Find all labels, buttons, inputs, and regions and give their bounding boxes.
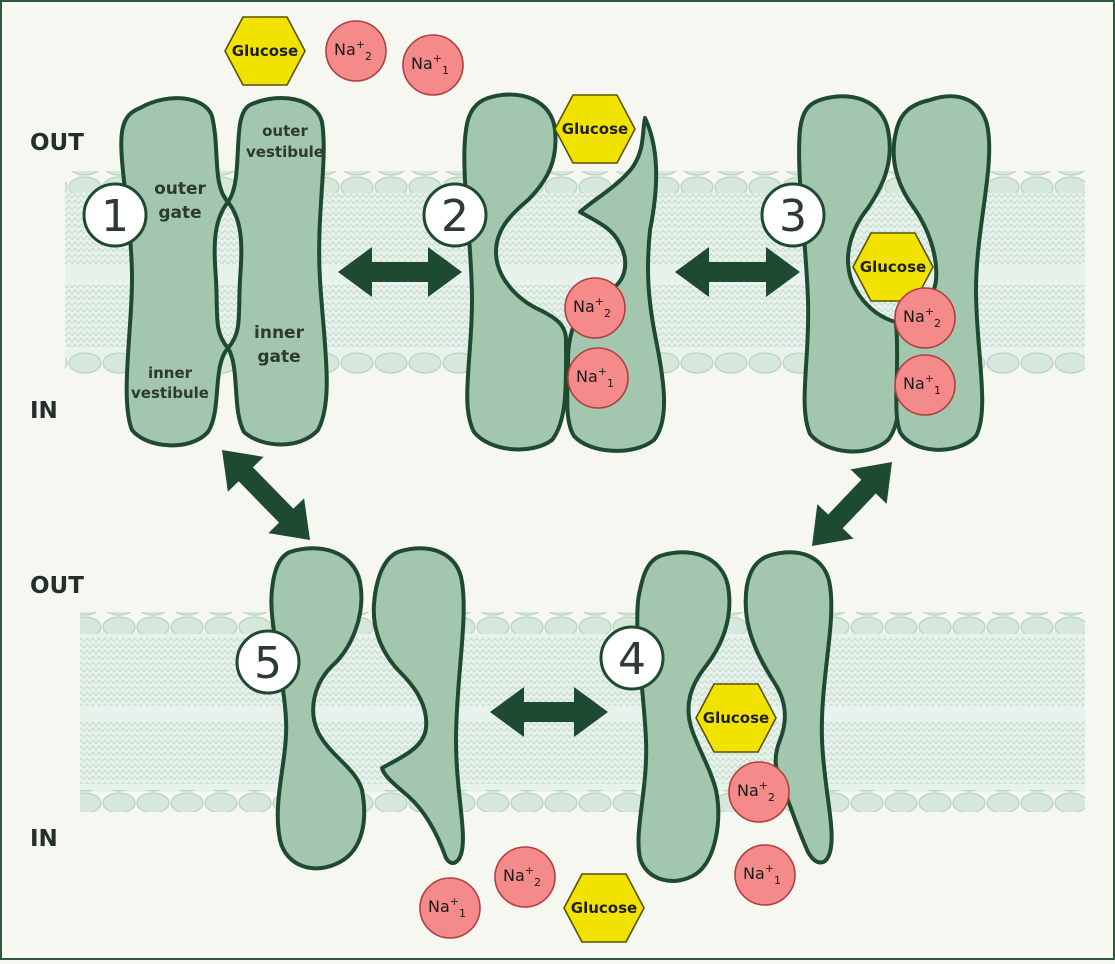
glucose-label: Glucose — [860, 258, 926, 276]
sodium-ion-icon — [564, 277, 626, 339]
sodium-ion-icon — [494, 846, 556, 908]
sodium-1-state2: Na+1 — [567, 347, 629, 409]
glucose-hexagon-icon — [554, 94, 636, 164]
inner-vestibule-label-line2: vestibule — [131, 384, 209, 402]
sodium-1-state1: Na+1 — [402, 34, 464, 96]
sodium-label: Na+1 — [576, 365, 614, 390]
state-number-badges: 1 2 3 4 5 — [82, 182, 826, 695]
double-arrow-icon-4-5 — [490, 687, 608, 737]
glucose-hexagon-icon — [224, 16, 306, 86]
sodium-label: Na+2 — [573, 295, 611, 320]
state-number-1: 1 — [101, 191, 129, 242]
state-badge-4: 4 — [599, 625, 665, 691]
inner-gate-label-line1: inner — [254, 323, 305, 343]
sodium-label: Na+1 — [428, 895, 466, 920]
state5-right-subunit — [371, 546, 466, 866]
in-label-bottom: IN — [30, 826, 58, 852]
sodium-label: Na+2 — [903, 305, 941, 330]
sodium-ion-icon — [894, 287, 956, 349]
sodium-1-state4: Na+1 — [734, 844, 796, 906]
glucose-hexagon-icon — [852, 232, 934, 302]
state-number-4: 4 — [618, 634, 646, 685]
state-badge-2: 2 — [422, 182, 488, 248]
sodium-ion-icon — [728, 761, 790, 823]
glucose-state3: Glucose — [852, 232, 934, 302]
inner-vestibule-label-line1: inner — [148, 364, 193, 382]
outer-gate-label-line2: gate — [158, 203, 201, 223]
state4-right-subunit — [743, 550, 834, 865]
glucose-state4: Glucose — [695, 683, 777, 753]
sodium-label: Na+1 — [903, 372, 941, 397]
state-number-5: 5 — [254, 638, 282, 689]
in-label-top: IN — [30, 398, 58, 424]
sodium-2-state1: Na+2 — [325, 20, 387, 82]
double-arrow-icon-3-4 — [812, 462, 892, 547]
sodium-2-state4: Na+2 — [728, 761, 790, 823]
sodium-label: Na+2 — [503, 864, 541, 889]
double-arrow-icon-1-2 — [338, 247, 462, 297]
glucose-label: Glucose — [232, 42, 298, 60]
sodium-1-state5: Na+1 — [419, 877, 481, 939]
sodium-label: Na+2 — [737, 779, 775, 804]
glucose-hexagon-icon — [695, 683, 777, 753]
sodium-1-state3: Na+1 — [894, 354, 956, 416]
sodium-ion-icon — [567, 347, 629, 409]
sodium-label: Na+2 — [334, 38, 372, 63]
sodium-label: Na+1 — [743, 862, 781, 887]
sodium-ion-icon — [402, 34, 464, 96]
sodium-2-state3: Na+2 — [894, 287, 956, 349]
sodium-ion-icon — [894, 354, 956, 416]
out-label-top: OUT — [30, 130, 84, 156]
inner-gate-label-line2: gate — [257, 347, 300, 367]
state-badge-3: 3 — [760, 182, 826, 248]
state1-right-subunit — [226, 96, 329, 447]
glucose-state1: Glucose — [224, 16, 306, 86]
transporter-proteins — [119, 92, 992, 883]
double-arrow-icon-5-1 — [221, 449, 310, 540]
state-transition-arrows — [221, 247, 892, 737]
sodium-2-state2: Na+2 — [564, 277, 626, 339]
state-number-3: 3 — [779, 191, 807, 242]
state-badge-5: 5 — [235, 629, 301, 695]
out-label-bottom: OUT — [30, 573, 84, 599]
sodium-ion-icon — [734, 844, 796, 906]
state-badge-1: 1 — [82, 182, 148, 248]
sodium-label: Na+1 — [411, 52, 449, 77]
glucose-hexagon-icon — [563, 873, 645, 943]
glucose-label: Glucose — [571, 899, 637, 917]
outer-vestibule-label-line1: outer — [262, 122, 308, 140]
sodium-ion-icon — [419, 877, 481, 939]
state-number-2: 2 — [441, 191, 469, 242]
outer-gate-label-line1: outer — [154, 179, 206, 199]
double-arrow-icon-2-3 — [675, 247, 800, 297]
sodium-ion-icon — [325, 20, 387, 82]
glucose-state5: Glucose — [563, 873, 645, 943]
glucose-label: Glucose — [562, 120, 628, 138]
sodium-2-state5: Na+2 — [494, 846, 556, 908]
glucose-label: Glucose — [703, 709, 769, 727]
outer-vestibule-label-line2: vestibule — [246, 143, 324, 161]
region-labels: outer vestibule outer gate inner gate in… — [131, 122, 324, 402]
glucose-state2: Glucose — [554, 94, 636, 164]
